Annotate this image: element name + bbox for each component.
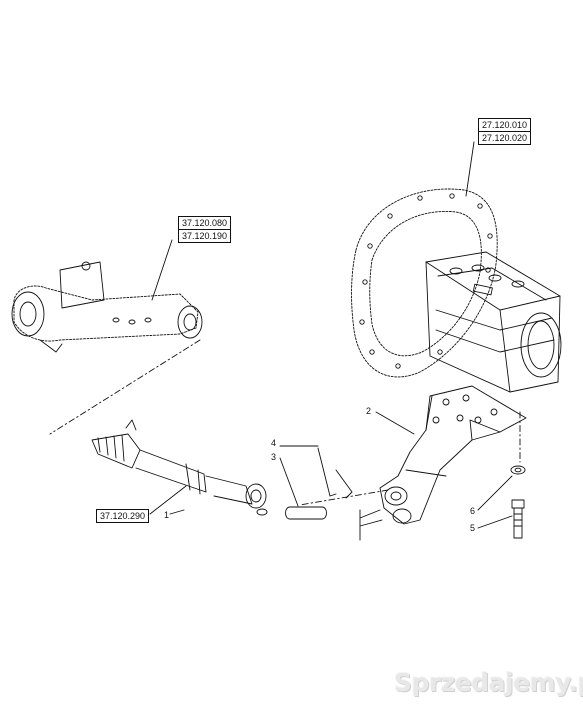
washer-part <box>510 465 526 475</box>
bracket-mark <box>359 509 383 541</box>
hitch-housing <box>351 188 562 393</box>
callout-3: 3 <box>271 452 277 462</box>
washer-leader <box>477 475 513 511</box>
bolt-part <box>511 499 525 539</box>
lift-cylinder <box>11 261 203 353</box>
callout-6: 6 <box>470 506 476 516</box>
watermark-brand: Sprzedajemy <box>394 668 569 697</box>
callout-5: 5 <box>470 523 476 533</box>
reference-37-120-080: 37.120.080 <box>178 216 232 230</box>
ref-leader-link <box>149 485 187 515</box>
watermark-logo: Sprzedajemy.pl <box>394 668 583 697</box>
bracket-leader <box>375 411 415 435</box>
reference-37-120-290: 37.120.290 <box>96 509 150 523</box>
reference-27-120-010: 27.120.010 <box>478 118 532 132</box>
pin-and-clip <box>285 447 353 520</box>
ref-leader-cylinder <box>151 239 173 301</box>
ref-leader-housing <box>465 141 475 197</box>
callout-4: 4 <box>271 438 277 448</box>
reference-37-120-190: 37.120.190 <box>178 229 232 243</box>
callout-2: 2 <box>366 406 372 416</box>
callout-1: 1 <box>164 510 170 520</box>
watermark-tld: .pl <box>568 668 583 697</box>
mounting-bracket <box>379 385 527 525</box>
reference-27-120-020: 27.120.020 <box>478 131 532 145</box>
callout-leaders <box>279 445 319 507</box>
bolt-leader <box>477 515 513 529</box>
top-link-part <box>91 419 268 516</box>
